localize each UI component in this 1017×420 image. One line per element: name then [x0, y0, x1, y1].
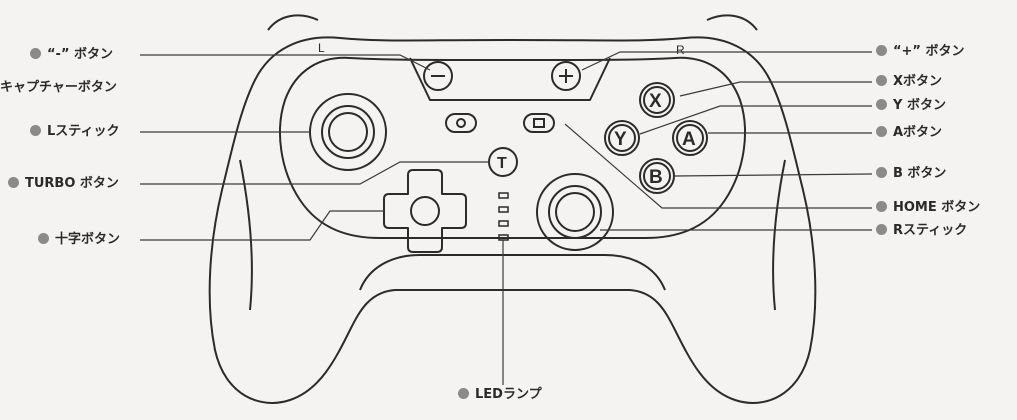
label-text: Rスティック [893, 223, 968, 238]
label-right-stick: Rスティック [876, 223, 967, 239]
left-stick[interactable] [309, 93, 387, 171]
label-minus-button: “-” ボタン [30, 47, 113, 63]
bullet-dot [458, 388, 469, 399]
label-turbo-button: TURBO ボタン [8, 176, 119, 192]
button-a[interactable] [672, 120, 708, 156]
label-led-lamp: LEDランプ [458, 387, 542, 403]
right-stick[interactable] [536, 173, 614, 251]
label-text: “+” ボタン [893, 44, 965, 59]
dpad[interactable] [383, 169, 467, 253]
label-x-button: Xボタン [876, 74, 942, 90]
label-text: B ボタン [893, 166, 947, 181]
label-text: Aボタン [893, 125, 943, 140]
button-y-letter: Y [614, 129, 627, 150]
bullet-dot [876, 75, 887, 86]
label-left-stick: Lスティック [30, 124, 120, 140]
bullet-dot [876, 45, 887, 56]
bullet-dot [876, 126, 887, 137]
label-text: HOME ボタン [893, 200, 981, 215]
label-plus-button: “+” ボタン [876, 44, 965, 60]
label-text: Y ボタン [893, 98, 946, 113]
bullet-dot [876, 224, 887, 235]
label-text: Lスティック [47, 124, 120, 139]
label-text: TURBO ボタン [25, 176, 119, 191]
led-lamps [498, 192, 509, 241]
bullet-dot [876, 201, 887, 212]
button-x[interactable] [639, 82, 675, 118]
label-b-button: B ボタン [876, 166, 946, 182]
shoulder-right-letter: R [676, 43, 685, 57]
label-text: 十字ボタン [55, 232, 121, 247]
bullet-dot [8, 177, 19, 188]
button-y[interactable] [604, 120, 640, 156]
plus-button[interactable] [551, 61, 581, 91]
bullet-dot [38, 233, 49, 244]
label-text: LEDランプ [475, 387, 542, 402]
bullet-dot [876, 167, 887, 178]
label-text: “-” ボタン [47, 47, 114, 62]
button-a-letter: A [682, 129, 696, 150]
bullet-dot [30, 125, 41, 136]
controller-body [208, 14, 817, 404]
home-button[interactable] [523, 113, 555, 133]
label-capture-button: キャプチャーボタン [0, 80, 117, 96]
button-x-letter: X [649, 91, 662, 112]
leader-lines [140, 51, 873, 385]
capture-button[interactable] [445, 113, 477, 133]
shoulder-left-letter: L [318, 41, 325, 55]
label-a-button: Aボタン [876, 125, 942, 141]
button-b-letter: B [649, 167, 663, 188]
label-text: キャプチャーボタン [0, 80, 117, 95]
turbo-letter: T [497, 155, 507, 172]
bullet-dot [30, 48, 41, 59]
bullet-dot [876, 99, 887, 110]
label-y-button: Y ボタン [876, 98, 946, 114]
label-dpad: 十字ボタン [38, 232, 120, 248]
label-home-button: HOME ボタン [876, 200, 980, 216]
minus-button[interactable] [423, 61, 453, 91]
label-text: Xボタン [893, 74, 943, 89]
